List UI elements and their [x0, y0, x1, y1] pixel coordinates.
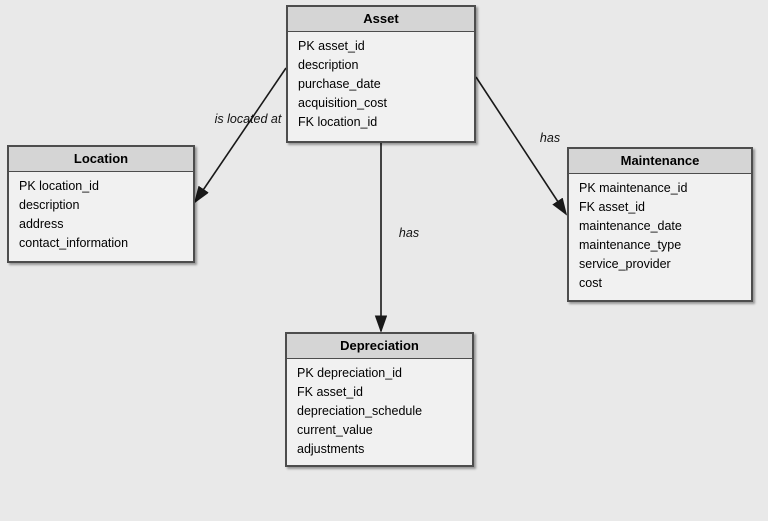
entity-maintenance[interactable]: Maintenance PK maintenance_id FK asset_i… — [567, 147, 753, 302]
field-maintenance-pk: PK maintenance_id — [579, 181, 688, 195]
field-maintenance-type: maintenance_type — [579, 238, 682, 252]
field-asset-description: description — [298, 58, 359, 72]
field-location-pk: PK location_id — [19, 179, 99, 193]
entity-location[interactable]: Location PK location_id description addr… — [7, 145, 195, 263]
field-maintenance-fk-asset: FK asset_id — [579, 200, 646, 214]
field-maintenance-cost: cost — [579, 276, 602, 290]
field-maintenance-date: maintenance_date — [579, 219, 682, 233]
field-depreciation-fk-asset: FK asset_id — [297, 385, 364, 399]
entity-asset[interactable]: Asset PK asset_id description purchase_d… — [286, 5, 476, 143]
field-depreciation-pk: PK depreciation_id — [297, 366, 402, 380]
field-asset-fk-location: FK location_id — [298, 115, 378, 129]
field-depreciation-adjustments: adjustments — [297, 442, 365, 456]
entity-maintenance-title: Maintenance — [569, 149, 751, 174]
entity-location-title: Location — [9, 147, 193, 172]
entity-asset-title: Asset — [288, 7, 474, 32]
field-location-address: address — [19, 217, 64, 231]
field-depreciation-current-value: current_value — [297, 423, 373, 437]
field-asset-acquisition-cost: acquisition_cost — [298, 96, 387, 110]
connector-asset-location[interactable] — [195, 67, 287, 202]
entity-depreciation-title: Depreciation — [287, 334, 472, 359]
edge-label-is-located-at: is located at — [214, 112, 282, 126]
edge-label-has-depreciation: has — [398, 226, 420, 240]
entity-asset-fields: PK asset_id description purchase_date ac… — [288, 32, 474, 132]
entity-depreciation-fields: PK depreciation_id FK asset_id depreciat… — [287, 359, 472, 459]
field-asset-pk: PK asset_id — [298, 39, 365, 53]
field-asset-purchase-date: purchase_date — [298, 77, 381, 91]
entity-location-fields: PK location_id description address conta… — [9, 172, 193, 253]
entity-maintenance-fields: PK maintenance_id FK asset_id maintenanc… — [569, 174, 751, 293]
field-location-contact: contact_information — [19, 236, 129, 250]
field-location-description: description — [19, 198, 80, 212]
entity-depreciation[interactable]: Depreciation PK depreciation_id FK asset… — [285, 332, 474, 467]
connector-asset-maintenance[interactable] — [475, 76, 566, 214]
field-depreciation-schedule: depreciation_schedule — [297, 404, 423, 418]
field-maintenance-service-provider: service_provider — [579, 257, 671, 271]
edge-label-has-maintenance: has — [539, 131, 561, 145]
